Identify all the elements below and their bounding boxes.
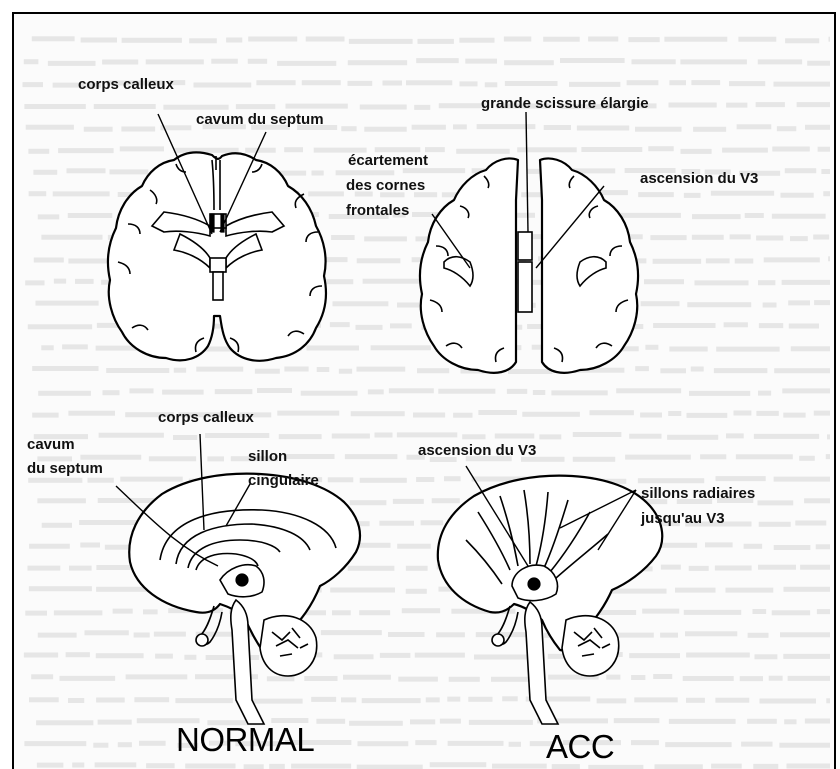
label-corps-calleux-bottom: corps calleux: [158, 405, 254, 430]
caption-acc: ACC: [546, 728, 614, 766]
label-sillon-line1: sillon: [248, 444, 287, 469]
label-corps-calleux-top: corps calleux: [78, 72, 174, 97]
label-ecartement-line2: des cornes: [346, 173, 425, 198]
normal-sagittal-brain: [116, 434, 360, 724]
label-ecartement-line1: écartement: [348, 148, 428, 173]
label-cavum-du-septum-top: cavum du septum: [196, 107, 324, 132]
label-ascension-v3-top: ascension du V3: [640, 166, 758, 191]
normal-coronal-brain: [108, 114, 326, 361]
label-grande-scissure-elargie: grande scissure élargie: [481, 91, 649, 116]
caption-normal: NORMAL: [176, 721, 314, 759]
label-ecartement-line3: frontales: [346, 198, 409, 223]
label-ascension-v3-bottom: ascension du V3: [418, 438, 536, 463]
label-sillon-line2: cingulaire: [248, 468, 319, 493]
acc-sagittal-brain: [438, 466, 662, 724]
acc-coronal-brain: [420, 112, 638, 373]
label-sillons-radiaires-line1: sillons radiaires: [641, 481, 755, 506]
label-cavum-line2: du septum: [27, 456, 103, 481]
label-sillons-radiaires-line2: jusqu'au V3: [641, 506, 725, 531]
label-cavum-line1: cavum: [27, 432, 75, 457]
